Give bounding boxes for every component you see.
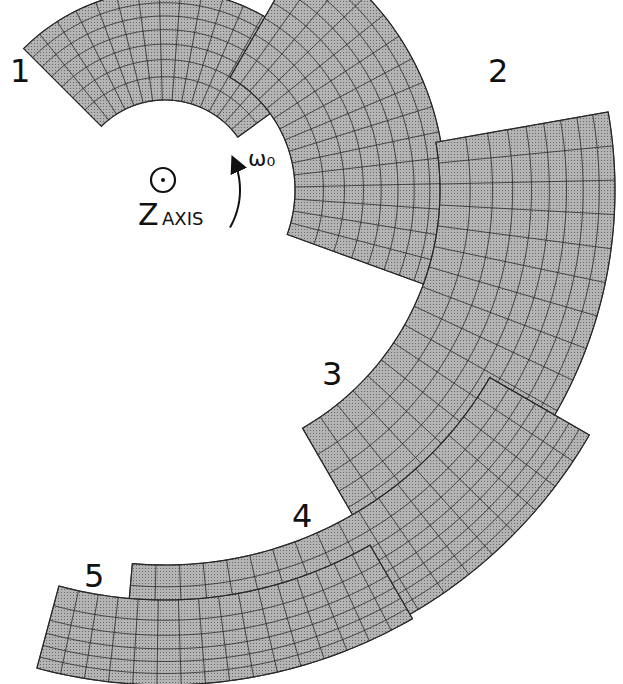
mesh-line [130,388,508,586]
position-number: 4 [292,500,312,532]
mesh-line [61,591,79,674]
mesh-line [297,578,324,658]
mesh-line [138,0,153,101]
position-number: 1 [10,55,30,87]
mesh-line [289,107,432,152]
mesh-line [305,0,445,286]
mesh-line [244,53,323,244]
mesh-line [416,469,493,555]
mesh-line [133,599,139,684]
mesh-line [258,589,277,672]
mesh-line [274,36,399,118]
mesh-line [295,183,445,186]
mesh-line [414,306,573,380]
mesh-line [433,453,515,534]
mesh-line [116,0,143,103]
mesh-line [398,484,469,574]
mesh-line [84,595,98,679]
mesh-line [293,211,441,235]
mesh-line [295,199,445,209]
mesh-line [59,545,370,600]
mesh-line [303,142,440,428]
mesh-line [316,571,347,650]
mesh-line [255,35,345,252]
mesh-line [108,597,118,681]
mesh-line [490,378,590,436]
mesh-sectors [24,0,615,684]
mesh-line [178,600,181,684]
mesh-line [264,18,363,258]
mesh-line [438,226,612,249]
mesh-line [37,619,413,684]
position-number: 2 [488,55,508,87]
mesh-line [280,59,412,129]
mesh-line [291,223,436,261]
position-number: 3 [322,358,342,390]
mesh-line [230,77,295,234]
mesh-line [101,100,237,137]
mesh-line [440,205,615,215]
mesh-line [334,563,369,640]
sector-fill [230,0,445,286]
mesh-sector [230,0,445,286]
mesh-line [40,609,407,674]
mesh-line [76,11,125,109]
mesh-line [37,586,59,668]
mesh-line [219,596,230,680]
mesh-line [352,555,391,631]
mesh-line [287,234,428,285]
mesh-line [436,112,608,142]
mesh-line [440,180,615,184]
mesh-line [132,378,489,565]
axis-label: Z [138,200,159,230]
axis-label: AXIS [162,210,203,228]
mesh-line [159,0,162,100]
mesh-line [259,0,367,100]
mesh-line [24,49,102,127]
mesh-line [297,0,429,281]
mesh-line [464,417,556,487]
mesh-line [40,34,109,120]
mesh-line [199,599,206,684]
mesh-line [267,15,384,109]
mesh-line [191,0,223,104]
mesh-line [449,435,536,510]
mesh-line [200,6,243,107]
mesh-line [434,247,605,283]
mesh-line [172,0,181,100]
mesh-line [290,0,415,275]
mesh-line [182,0,202,102]
mesh-line [422,287,586,349]
angular-velocity-label: ω₀ [248,148,275,170]
mesh-line [240,0,327,84]
mesh-line [43,598,401,661]
mesh-line [250,0,348,91]
mesh-line [439,146,613,163]
rotation-arrow [230,158,240,227]
mesh-line [318,137,471,454]
mesh-line [157,600,158,684]
position-number: 5 [84,560,104,592]
mesh-line [370,545,413,619]
mesh-line [281,0,397,270]
mesh-line [429,267,597,316]
z-axis-symbol [151,168,175,192]
mesh-line [278,584,301,666]
mesh-sector [37,545,413,684]
mesh-line [238,593,253,677]
mesh-line [477,398,573,462]
mesh-line [292,132,439,163]
mesh-line [294,157,443,174]
mesh-line [96,2,134,105]
sector-fill [37,545,413,684]
